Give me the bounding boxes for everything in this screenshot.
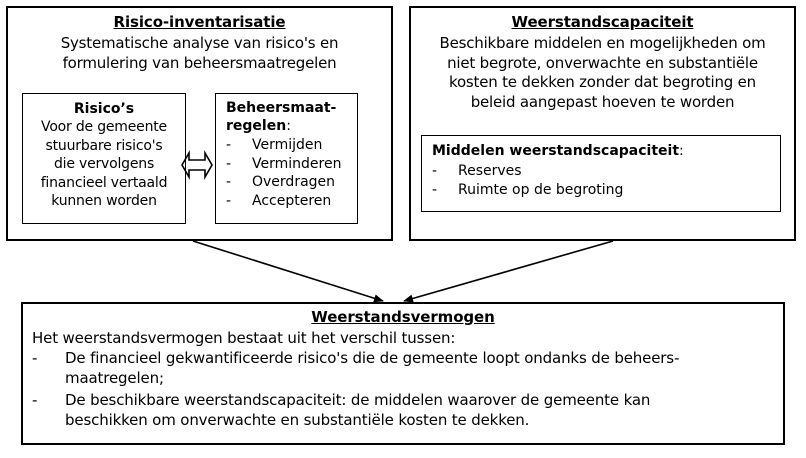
risico-inventarisatie-desc-line1: Systematische analyse van risico's en [60,34,339,52]
weerstandscapaciteit-desc-line3: kosten te dekken zonder dat begroting en [449,73,756,91]
risicos-line5: kunnen worden [51,193,157,209]
middelen-heading-colon: : [679,143,684,159]
list-item-label: Overdragen [252,174,336,190]
bullet-marker: - [226,137,232,153]
middelen-heading-text: Middelen weerstandscapaciteit [432,143,680,159]
bullet-marker: - [432,163,438,179]
bullet-marker: - [32,349,38,367]
weerstandscapaciteit-heading: Weerstandscapaciteit [511,13,694,31]
bullet-marker: - [226,192,232,209]
list-item-label: Vermijden [252,137,323,153]
bullet-marker: - [32,391,38,409]
risicos-line4: financieel vertaald [40,174,168,191]
risicos-line1: Voor de gemeente [41,119,167,135]
risicos-heading: Risico’s [73,101,135,117]
middelen-heading: Middelen weerstandscapaciteit: [432,142,772,160]
list-item: - Accepteren [226,192,349,211]
list-item-label: De financieel gekwantificeerde risico's … [65,349,680,367]
arrow-left-to-bottom [192,240,384,303]
list-item-label: De beschikbare weerstandscapaciteit: de … [65,391,651,409]
list-item: - De financieel gekwantificeerde risico'… [32,348,774,388]
list-item-label: Reserves [458,163,522,179]
list-item: - De beschikbare weerstandscapaciteit: d… [32,390,774,430]
risicos-line3: die vervolgens [53,156,155,172]
risicos-box: Risico’s Voor de gemeente stuurbare risi… [22,93,186,224]
list-item-label-cont: maatregelen; [65,369,164,387]
beheersmaatregelen-box: Beheersmaat- regelen: - Vermijden - Verm… [215,93,358,224]
beheersmaatregelen-list: - Vermijden - Verminderen - Overdragen -… [226,136,349,210]
weerstandsvermogen-bullet-list: - De financieel gekwantificeerde risico'… [32,348,774,430]
bullet-marker: - [432,181,438,198]
weerstandscapaciteit-desc-line1: Beschikbare middelen en mogelijkheden om [439,34,766,52]
beheersmaatregelen-heading-line1: Beheersmaat- [226,100,337,116]
middelen-list: - Reserves - Ruimte op de begroting [432,162,772,199]
risicos-line2: stuurbare risico's [45,137,163,154]
weerstandscapaciteit-desc-line4: beleid aangepast hoeven te worden [470,92,735,111]
list-item-label: Ruimte op de begroting [458,181,624,198]
list-item: - Reserves [432,162,772,181]
risico-inventarisatie-heading: Risico-inventarisatie [113,13,286,31]
beheersmaatregelen-heading-line2-text: regelen [226,118,287,134]
weerstandsvermogen-box: Weerstandsvermogen Het weerstandsvermoge… [21,302,785,445]
arrow-right-to-bottom [403,240,614,303]
weerstandsvermogen-heading: Weerstandsvermogen [311,308,495,326]
weerstandsvermogen-intro: Het weerstandsvermogen bestaat uit het v… [32,329,456,347]
beheersmaatregelen-heading-line2: regelen: [226,117,349,135]
list-item-label: Verminderen [252,155,342,172]
list-item-label-cont: beschikken om onverwachte en substantiël… [65,411,530,429]
bullet-marker: - [226,155,232,172]
list-item: - Ruimte op de begroting [432,181,772,200]
weerstandscapaciteit-desc-line2: niet begrote, onverwachte en substantiël… [447,53,758,72]
list-item: - Verminderen [226,155,349,174]
list-item-label: Accepteren [252,192,332,209]
double-arrow-icon [181,150,213,180]
risico-inventarisatie-desc-line2: formulering van beheersmaatregelen [62,53,337,72]
bullet-marker: - [226,174,232,190]
middelen-weerstandscapaciteit-box: Middelen weerstandscapaciteit: - Reserve… [421,135,781,212]
beheersmaatregelen-heading-colon: : [286,118,291,134]
list-item: - Vermijden [226,136,349,155]
list-item: - Overdragen [226,173,349,192]
